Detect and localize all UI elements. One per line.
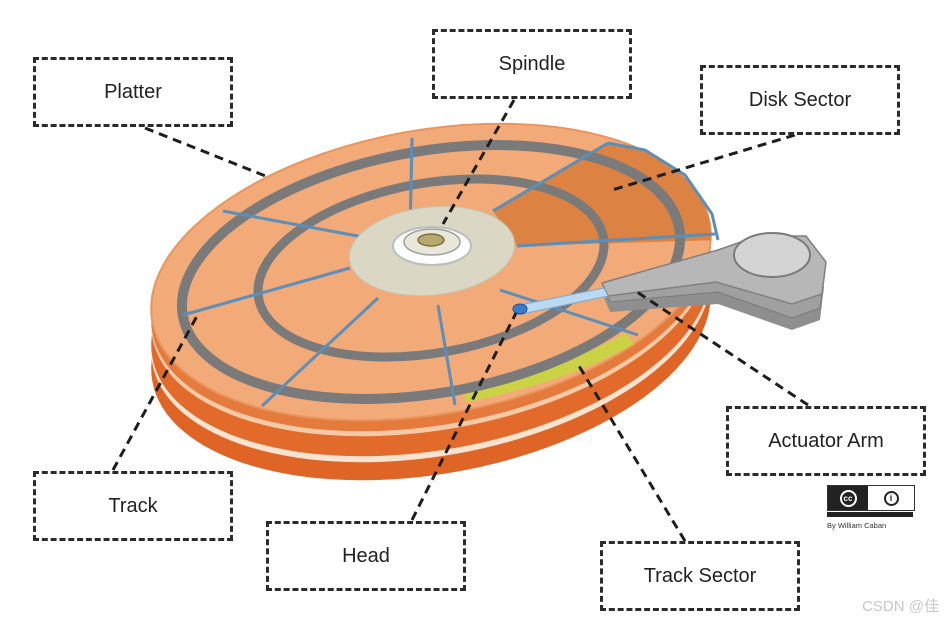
label-track: Track [33,471,233,541]
leader-head [410,312,518,521]
label-platter: Platter [33,57,233,127]
cc-icon: cc [839,489,857,507]
cc-license-badge: cc i By William Caban [827,485,915,530]
actuator-pivot [733,232,811,278]
leader-actuator-arm [633,288,809,407]
actuator-arm [512,232,827,330]
leader-spindle [441,99,516,225]
disk-sector-wedge [493,143,718,246]
cc-by-section: i [868,486,914,510]
attribution-icon: i [883,490,899,506]
label-track-sector: Track Sector [600,541,800,611]
label-head: Head [266,521,466,591]
spindle-shaft [417,233,445,247]
label-actuator-arm: Actuator Arm [726,406,926,476]
leader-track-sector [577,365,687,542]
cc-badge-bar [827,512,913,517]
head-tip [512,303,528,315]
leader-lines [111,99,809,542]
leader-platter [144,126,269,179]
license-credit: By William Caban [827,521,887,530]
watermark: CSDN @佳 [862,598,939,615]
label-spindle: Spindle [432,29,632,99]
leader-disk-sector [611,133,796,192]
spindle-hub [348,205,516,297]
cc-badge-boxes: cc i [827,485,915,511]
label-disk-sector: Disk Sector [700,65,900,135]
cc-logo-section: cc [828,486,868,510]
